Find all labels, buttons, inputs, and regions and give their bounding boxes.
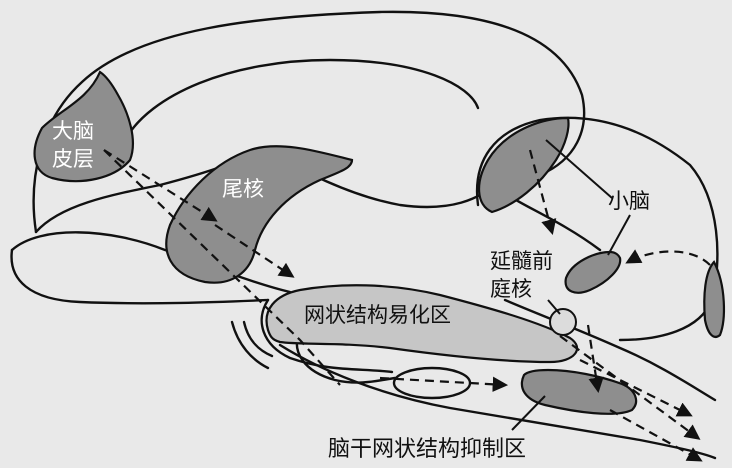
hypothalamus-curve-2 <box>242 320 274 358</box>
label-vestibular-1: 延髓前 <box>490 249 553 273</box>
caudate-to-stem-arrow <box>214 224 295 278</box>
inhibitory-leader <box>511 395 546 431</box>
vestibular-leader <box>547 299 561 315</box>
label-facilitatory: 网状结构易化区 <box>304 303 451 327</box>
midbrain-curve <box>260 298 394 374</box>
label-caudate: 尾核 <box>222 177 264 201</box>
cerebellum-leader <box>545 139 613 199</box>
inner-cortex-line <box>123 58 480 142</box>
descending-arrow-2 <box>609 409 703 462</box>
cortex-to-caudate-arrow <box>103 149 218 222</box>
cortex-to-stem-arrow <box>103 149 341 386</box>
pons-curve <box>295 328 397 384</box>
brainstem-lower <box>278 343 717 460</box>
label-vestibular-2: 庭核 <box>490 277 532 301</box>
brainstem-upper <box>503 298 717 402</box>
cerebellum-to-nucleus-arrow <box>625 249 711 266</box>
label-cortex-1: 大脑 <box>52 119 94 143</box>
hypothalamus-curve <box>230 320 270 370</box>
label-cortex-2: 皮层 <box>52 147 94 171</box>
cerebellar-nucleus <box>564 250 622 294</box>
base-outline <box>10 248 270 305</box>
stem-to-inhibitory-arrow <box>379 376 509 392</box>
vestibular-to-inhibitory-arrow <box>586 324 604 394</box>
label-inhibitory: 脑干网状结构抑制区 <box>328 437 526 462</box>
inhibitory-region <box>520 368 638 415</box>
vestibular-nucleus <box>549 308 577 336</box>
lower-outline <box>10 231 292 294</box>
descending-arrow-3 <box>579 359 693 417</box>
caudate-region <box>165 145 354 284</box>
cerebellum-outline <box>475 116 719 342</box>
label-cerebellum: 小脑 <box>608 189 650 213</box>
cerebral-posterior-region <box>477 116 570 214</box>
cerebellum-leader-2 <box>607 214 631 256</box>
cerebellum-surface-region <box>703 260 726 338</box>
descending-arrow-1 <box>559 335 701 440</box>
facilitatory-region <box>265 284 578 364</box>
